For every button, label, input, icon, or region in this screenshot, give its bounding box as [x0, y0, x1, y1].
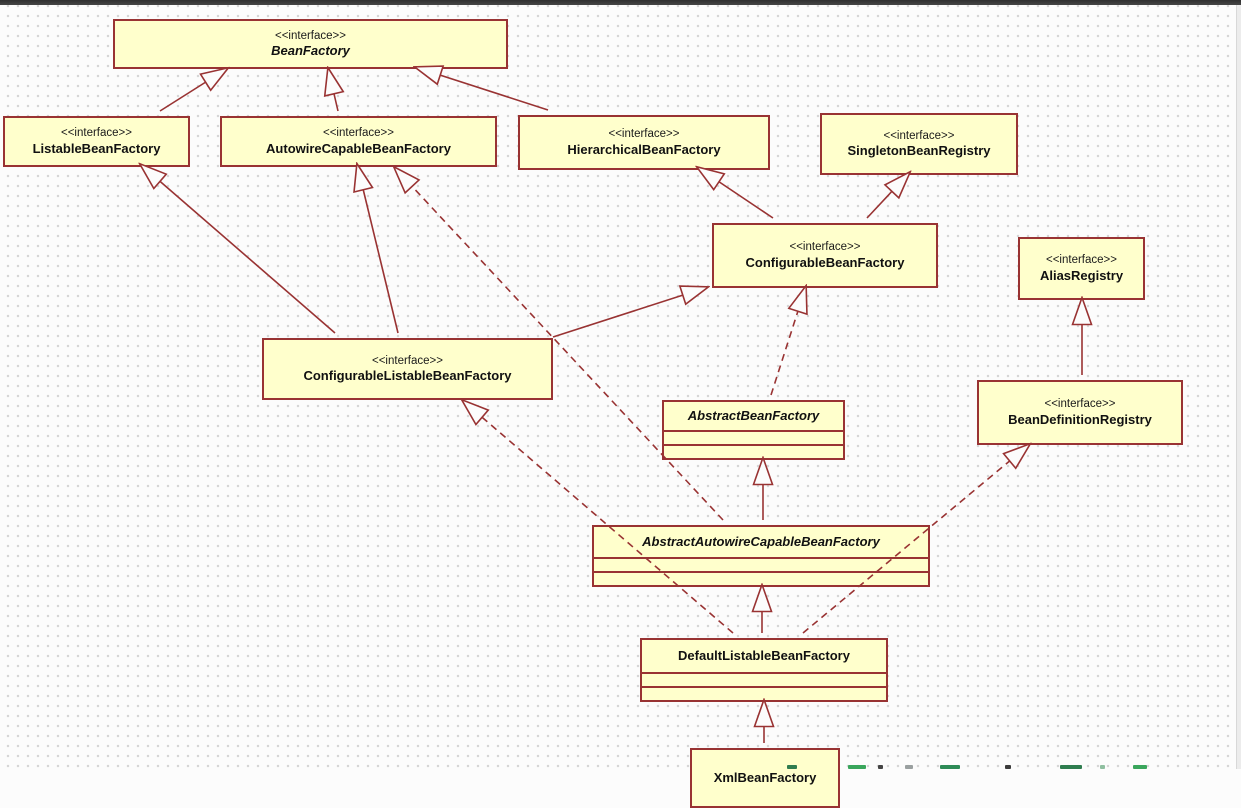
clipped-glyph-fragment — [940, 765, 960, 769]
stereotype-label: <<interface>> — [883, 129, 955, 142]
class-title: <<interface>>AutowireCapableBeanFactory — [222, 118, 495, 165]
class-title: <<interface>>SingletonBeanRegistry — [822, 115, 1016, 173]
class-title: DefaultListableBeanFactory — [642, 640, 886, 672]
stereotype-label: <<interface>> — [372, 354, 443, 367]
class-name-label: HierarchicalBeanFactory — [567, 141, 721, 157]
window-top-bar — [0, 0, 1241, 5]
node-layer: <<interface>>BeanFactory<<interface>>Lis… — [0, 5, 1241, 808]
stereotype-label: <<interface>> — [323, 127, 394, 140]
class-title: <<interface>>HierarchicalBeanFactory — [520, 117, 768, 168]
clipped-glyph-fragment — [878, 765, 883, 769]
class-box-bean-factory[interactable]: <<interface>>BeanFactory — [113, 19, 508, 69]
stereotype-label: <<interface>> — [608, 128, 680, 141]
clipped-text-fragments — [0, 764, 1241, 769]
class-box-alias-registry[interactable]: <<interface>>AliasRegistry — [1018, 237, 1145, 300]
class-box-bean-definition-registry[interactable]: <<interface>>BeanDefinitionRegistry — [977, 380, 1183, 445]
class-name-label: ConfigurableBeanFactory — [745, 254, 905, 270]
diagram-canvas: <<interface>>BeanFactory<<interface>>Lis… — [0, 5, 1241, 808]
class-box-singleton-bean-registry[interactable]: <<interface>>SingletonBeanRegistry — [820, 113, 1018, 175]
operations-compartment — [594, 571, 928, 585]
clipped-glyph-fragment — [1133, 765, 1147, 769]
class-title: <<interface>>AliasRegistry — [1020, 239, 1143, 298]
class-name-label: AbstractBeanFactory — [687, 407, 820, 423]
class-name-label: AbstractAutowireCapableBeanFactory — [642, 533, 880, 549]
operations-compartment — [664, 444, 843, 458]
class-title: XmlBeanFactory — [692, 750, 838, 806]
stereotype-label: <<interface>> — [61, 127, 132, 140]
class-title: <<interface>>ConfigurableBeanFactory — [714, 225, 936, 286]
class-box-xml-bean-factory[interactable]: XmlBeanFactory — [690, 748, 840, 808]
scrollbar-track[interactable] — [1236, 5, 1241, 769]
stereotype-label: <<interface>> — [789, 241, 861, 254]
clipped-glyph-fragment — [905, 765, 913, 769]
attributes-compartment — [664, 430, 843, 444]
stereotype-label: <<interface>> — [1044, 398, 1116, 411]
attributes-compartment — [642, 672, 886, 686]
class-box-configurable-bean-factory[interactable]: <<interface>>ConfigurableBeanFactory — [712, 223, 938, 288]
class-name-label: AliasRegistry — [1039, 267, 1124, 283]
class-name-label: SingletonBeanRegistry — [847, 143, 991, 159]
class-box-abstract-autowire-capable-bean-factory[interactable]: AbstractAutowireCapableBeanFactory — [592, 525, 930, 587]
class-name-label: XmlBeanFactory — [713, 769, 817, 785]
class-title: AbstractAutowireCapableBeanFactory — [594, 527, 928, 557]
class-title: <<interface>>BeanFactory — [115, 21, 506, 67]
stereotype-label: <<interface>> — [1046, 254, 1117, 267]
class-box-autowire-capable-bean-factory[interactable]: <<interface>>AutowireCapableBeanFactory — [220, 116, 497, 167]
class-name-label: ConfigurableListableBeanFactory — [303, 368, 512, 384]
clipped-glyph-fragment — [848, 765, 866, 769]
class-title: AbstractBeanFactory — [664, 402, 843, 430]
stereotype-label: <<interface>> — [275, 29, 346, 42]
class-title: <<interface>>ConfigurableListableBeanFac… — [264, 340, 551, 398]
attributes-compartment — [594, 557, 928, 571]
class-box-listable-bean-factory[interactable]: <<interface>>ListableBeanFactory — [3, 116, 190, 167]
clipped-glyph-fragment — [1060, 765, 1082, 769]
class-name-label: ListableBeanFactory — [32, 140, 161, 156]
class-name-label: BeanFactory — [271, 43, 350, 59]
operations-compartment — [642, 686, 886, 700]
class-box-hierarchical-bean-factory[interactable]: <<interface>>HierarchicalBeanFactory — [518, 115, 770, 170]
class-box-abstract-bean-factory[interactable]: AbstractBeanFactory — [662, 400, 845, 460]
class-name-label: BeanDefinitionRegistry — [1008, 411, 1152, 427]
class-name-label: AutowireCapableBeanFactory — [266, 140, 451, 156]
class-name-label: DefaultListableBeanFactory — [678, 647, 850, 663]
clipped-glyph-fragment — [787, 765, 797, 769]
clipped-glyph-fragment — [1005, 765, 1011, 769]
clipped-glyph-fragment — [1100, 765, 1105, 769]
class-title: <<interface>>BeanDefinitionRegistry — [979, 382, 1181, 443]
class-box-default-listable-bean-factory[interactable]: DefaultListableBeanFactory — [640, 638, 888, 702]
class-box-configurable-listable-bean-factory[interactable]: <<interface>>ConfigurableListableBeanFac… — [262, 338, 553, 400]
class-title: <<interface>>ListableBeanFactory — [5, 118, 188, 165]
